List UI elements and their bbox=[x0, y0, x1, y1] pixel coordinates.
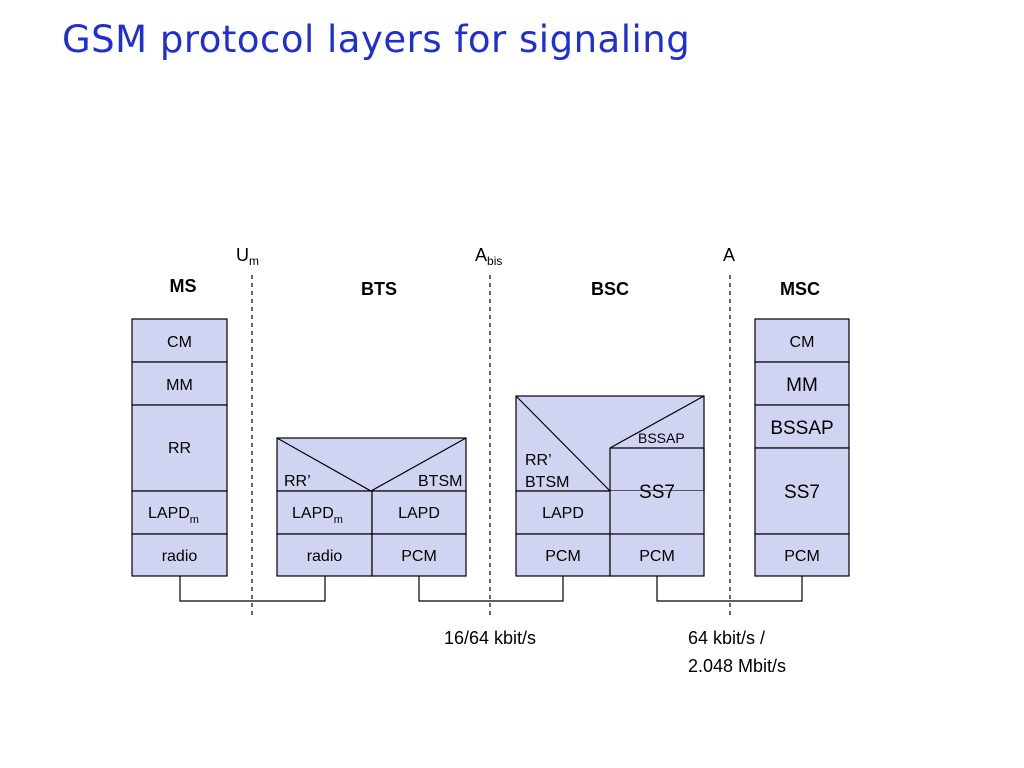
bsc-bssap-text: BSSAP bbox=[638, 430, 685, 446]
ms-radio-layer bbox=[131, 533, 228, 577]
ms-stack: CM MM RR LAPDm radio bbox=[131, 318, 228, 577]
a-rate-label-line2: 2.048 Mbit/s bbox=[688, 656, 786, 676]
bts-lapdm-layer bbox=[276, 490, 373, 535]
bsc-stack: RR’ BTSM BSSAP SS7 LAPD PCM PCM bbox=[515, 395, 705, 577]
msc-cm-text: CM bbox=[790, 334, 815, 351]
msc-pcm-text: PCM bbox=[784, 548, 820, 565]
abis-rate-label: 16/64 kbit/s bbox=[444, 628, 536, 648]
ms-rr-layer bbox=[131, 404, 228, 492]
bsc-lapd-layer bbox=[515, 490, 611, 535]
msc-mm-text: MM bbox=[786, 375, 818, 396]
abis-label: Abis bbox=[475, 245, 502, 268]
ms-mm-text: MM bbox=[166, 377, 193, 394]
msc-bssap-layer bbox=[754, 404, 850, 449]
bts-btsm-text: BTSM bbox=[418, 473, 462, 490]
ms-label: MS bbox=[170, 276, 197, 296]
bsc-ss7-lower-fill bbox=[610, 491, 704, 534]
bts-label: BTS bbox=[361, 279, 397, 299]
bts-radio-text: radio bbox=[307, 548, 343, 565]
abis-pcm-link bbox=[418, 576, 564, 602]
bsc-lapd-text: LAPD bbox=[542, 505, 584, 522]
bsc-pcm-right-layer bbox=[609, 533, 705, 577]
bts-pcm-layer bbox=[371, 533, 467, 577]
bsc-pcm-right-text: PCM bbox=[639, 548, 675, 565]
ms-rr-text: RR bbox=[168, 440, 191, 457]
bts-rr-btsm-layer bbox=[276, 437, 467, 492]
ms-cm-text: CM bbox=[167, 334, 192, 351]
msc-bssap-text: BSSAP bbox=[770, 418, 833, 439]
bts-pcm-text: PCM bbox=[401, 548, 437, 565]
um-radio-link bbox=[179, 576, 326, 602]
bsc-diagonal-right bbox=[609, 395, 705, 449]
bts-radio-layer bbox=[276, 533, 373, 577]
bts-lapd-text: LAPD bbox=[398, 505, 440, 522]
bsc-label: BSC bbox=[591, 279, 629, 299]
msc-cm-layer bbox=[754, 318, 850, 363]
msc-mm-layer bbox=[754, 361, 850, 406]
a-rate-label-line1: 64 kbit/s / bbox=[688, 628, 765, 648]
ms-lapdm-layer bbox=[131, 490, 228, 535]
msc-ss7-layer bbox=[754, 447, 850, 535]
msc-label: MSC bbox=[780, 279, 820, 299]
ms-lapdm-text: LAPDm bbox=[148, 505, 199, 526]
msc-pcm-layer bbox=[754, 533, 850, 577]
bts-lapdm-text: LAPDm bbox=[292, 505, 343, 526]
bsc-rr-text: RR’ bbox=[525, 452, 552, 469]
bts-rr-text: RR’ bbox=[284, 473, 311, 490]
bsc-diagonal-left bbox=[515, 395, 611, 492]
ms-cm-layer bbox=[131, 318, 228, 363]
bsc-btsm-text: BTSM bbox=[525, 474, 569, 491]
bsc-pcm-left-text: PCM bbox=[545, 548, 581, 565]
a-pcm-link bbox=[656, 576, 803, 602]
msc-ss7-text: SS7 bbox=[784, 482, 820, 503]
bts-stack: RR’ BTSM LAPDm LAPD radio PCM bbox=[276, 437, 467, 577]
um-label: Um bbox=[236, 245, 259, 268]
page-title: GSM protocol layers for signaling bbox=[62, 18, 691, 61]
bsc-ss7-text: SS7 bbox=[639, 482, 675, 503]
msc-stack: CM MM BSSAP SS7 PCM bbox=[754, 318, 850, 577]
ms-radio-text: radio bbox=[162, 548, 198, 565]
bsc-pcm-left-layer bbox=[515, 533, 611, 577]
a-label: A bbox=[723, 245, 735, 265]
